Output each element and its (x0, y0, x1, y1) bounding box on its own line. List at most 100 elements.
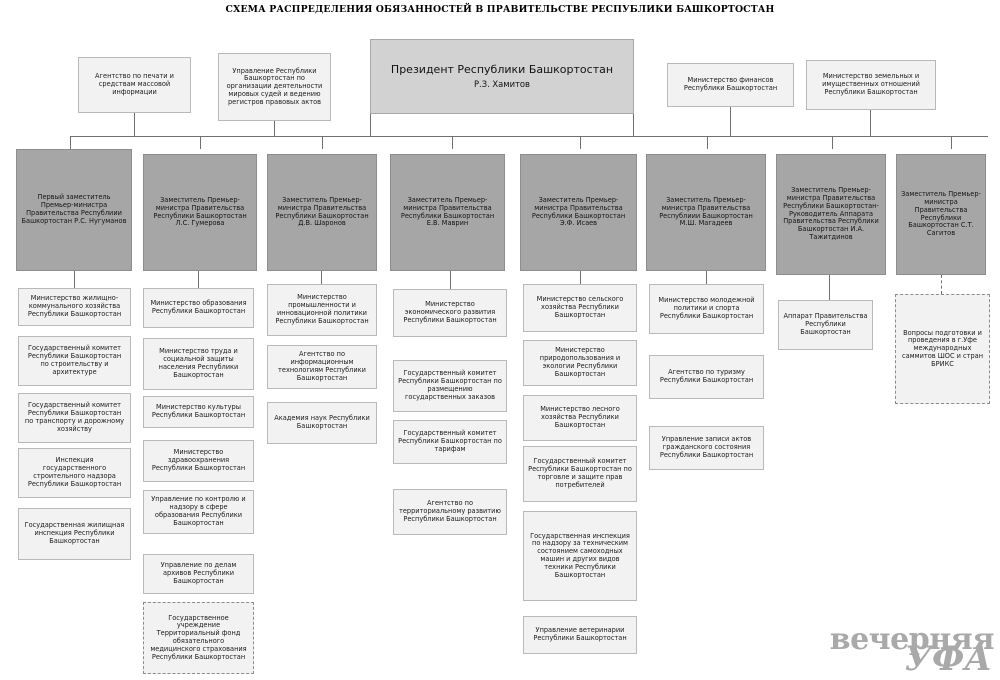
drop-to-deputy-4 (452, 136, 453, 149)
org-box-c4-r2[interactable]: Государственный комитет Республики Башко… (393, 360, 507, 412)
org-box-c2-r7[interactable]: Государственное учреждение Территориальн… (143, 602, 254, 674)
org-box-c1-r4[interactable]: Инспекция государственного строительного… (18, 448, 131, 498)
page-title: СХЕМА РАСПРЕДЕЛЕНИЯ ОБЯЗАННОСТЕЙ В ПРАВИ… (225, 4, 775, 15)
org-box-c2-r7-label: Государственное учреждение Территориальн… (150, 613, 247, 661)
connector-deputy-5-children (580, 271, 581, 284)
distribution-bus (70, 136, 988, 137)
watermark-line-1: вечерняя (829, 621, 995, 657)
org-box-c1-r2-label: Государственный комитет Республики Башко… (27, 344, 122, 376)
org-box-c7-r1-label: Аппарат Правительства Республики Башкорт… (783, 312, 868, 336)
org-box-c5-r6[interactable]: Управление ветеринарии Республики Башкор… (523, 616, 637, 654)
org-box-c5-r1[interactable]: Министерство сельского хозяйства Республ… (523, 284, 637, 332)
deputy-box-7[interactable]: Заместитель Премьер-министра Правительст… (776, 154, 886, 275)
connector-president-left (370, 114, 371, 136)
deputy-box-6[interactable]: Заместитель Премьер-министра Правительст… (646, 154, 766, 271)
org-box-c1-r2[interactable]: Государственный комитет Республики Башко… (18, 336, 131, 386)
org-box-c4-r4[interactable]: Агентство по территориальному развитию Р… (393, 489, 507, 535)
org-box-c6-r2[interactable]: Агентство по туризму Республики Башкорто… (649, 355, 764, 399)
org-box-c5-r4[interactable]: Государственный комитет Республики Башко… (523, 446, 637, 502)
org-box-c2-r5-label: Управление по контролю и надзору в сфере… (151, 495, 246, 527)
org-box-c5-r3-label: Министерство лесного хозяйства Республик… (540, 405, 620, 429)
deputy-box-5[interactable]: Заместитель Премьер-министра Правительст… (520, 154, 637, 271)
org-box-c2-r4[interactable]: Министерство здравоохранения Республики … (143, 440, 254, 482)
connector-deputy-7-children (829, 275, 830, 300)
top-box-justice-administration[interactable]: Управление Республики Башкортостан по ор… (218, 53, 331, 121)
org-box-c8-r1[interactable]: Вопросы подготовки и проведения в г.Уфе … (895, 294, 990, 404)
deputy-box-4-label: Заместитель Премьер-министра Правительст… (400, 195, 495, 228)
org-box-c4-r3-label: Государственный комитет Республики Башко… (398, 429, 502, 453)
top-box-justice-administration-label: Управление Республики Башкортостан по ор… (226, 66, 323, 106)
drop-to-deputy-5 (580, 136, 581, 149)
connector-deputy-3-children (321, 271, 322, 284)
deputy-box-2[interactable]: Заместитель Премьер-министра Правительст… (143, 154, 257, 271)
deputy-box-3-label: Заместитель Премьер-министра Правительст… (275, 195, 369, 228)
connector-deputy-4-children (450, 271, 451, 289)
org-box-c4-r1[interactable]: Министерство экономического развития Рес… (393, 289, 507, 337)
connector-press-agency (134, 113, 135, 136)
deputy-box-5-label: Заместитель Премьер-министра Правительст… (531, 195, 626, 228)
org-box-c4-r2-label: Государственный комитет Республики Башко… (398, 369, 502, 401)
president-name-label: Р.З. Хамитов (474, 79, 530, 90)
org-box-c5-r1-label: Министерство сельского хозяйства Республ… (536, 295, 624, 319)
connector-ministry-finance (730, 107, 731, 136)
org-box-c6-r1[interactable]: Министерство молодежной политики и спорт… (649, 284, 764, 334)
top-box-press-agency[interactable]: Агентство по печати и средствам массовой… (78, 57, 191, 113)
org-box-c2-r3[interactable]: Министерство культуры Республики Башкорт… (143, 396, 254, 428)
top-box-press-agency-label: Агентство по печати и средствам массовой… (95, 72, 174, 96)
org-box-c3-r3[interactable]: Академия наук Республики Башкортостан (267, 402, 377, 444)
president-office-label: Президент Республики Башкортостан (390, 63, 614, 77)
connector-deputy-8-children (941, 275, 942, 294)
top-box-ministry-finance-label: Министерство финансов Республики Башкорт… (683, 76, 778, 92)
deputy-box-8[interactable]: Заместитель Премьер-министра Правительст… (896, 154, 986, 275)
deputy-box-7-label: Заместитель Премьер-министра Правительст… (783, 186, 879, 241)
connector-deputy-2-children (198, 271, 199, 288)
org-box-c5-r2-label: Министерство природопользования и эколог… (539, 346, 621, 378)
top-box-ministry-land-property[interactable]: Министерство земельных и имущественных о… (806, 60, 936, 110)
org-box-c6-r1-label: Министерство молодежной политики и спорт… (658, 296, 755, 320)
org-box-c5-r3[interactable]: Министерство лесного хозяйства Республик… (523, 395, 637, 441)
president-box[interactable]: Президент Республики Башкортостан Р.З. Х… (370, 39, 634, 114)
org-box-c5-r2[interactable]: Министерство природопользования и эколог… (523, 340, 637, 386)
org-box-c3-r2-label: Агентство по информационным технологиям … (278, 350, 366, 382)
drop-to-deputy-8 (951, 136, 952, 149)
deputy-box-6-label: Заместитель Премьер-министра Правительст… (659, 195, 753, 228)
org-box-c6-r3[interactable]: Управление записи актов гражданского сос… (649, 426, 764, 470)
watermark-vechernyaya-ufa: вечерняя УФА (829, 621, 995, 680)
top-box-ministry-finance[interactable]: Министерство финансов Республики Башкорт… (667, 63, 794, 107)
org-box-c5-r5-label: Государственная инспекция по надзору за … (530, 531, 630, 579)
deputy-box-8-label: Заместитель Премьер-министра Правительст… (901, 190, 981, 238)
org-box-c2-r6[interactable]: Управление по делам архивов Республики Б… (143, 554, 254, 594)
org-box-c4-r4-label: Агентство по территориальному развитию Р… (399, 499, 501, 523)
org-box-c2-r1[interactable]: Министерство образования Республики Башк… (143, 288, 254, 328)
deputy-box-4[interactable]: Заместитель Премьер-министра Правительст… (390, 154, 505, 271)
org-box-c5-r5[interactable]: Государственная инспекция по надзору за … (523, 511, 637, 601)
top-box-ministry-land-property-label: Министерство земельных и имущественных о… (822, 72, 920, 96)
org-box-c1-r1-label: Министерство жилищно-коммунального хозяй… (27, 294, 122, 318)
org-box-c6-r3-label: Управление записи актов гражданского сос… (659, 435, 754, 459)
deputy-box-1-label: Первый заместитель Премьер-министра Прав… (21, 193, 127, 225)
org-box-c1-r1[interactable]: Министерство жилищно-коммунального хозяй… (18, 288, 131, 326)
deputy-box-1[interactable]: Первый заместитель Премьер-министра Прав… (16, 149, 132, 271)
drop-to-deputy-6 (707, 136, 708, 149)
org-box-c2-r3-label: Министерство культуры Республики Башкорт… (151, 403, 246, 419)
org-box-c4-r3[interactable]: Государственный комитет Республики Башко… (393, 420, 507, 464)
org-box-c1-r3[interactable]: Государственный комитет Республики Башко… (18, 393, 131, 443)
drop-to-deputy-3 (322, 136, 323, 149)
org-box-c1-r5[interactable]: Государственная жилищная инспекция Респу… (18, 508, 131, 560)
drop-to-deputy-2 (200, 136, 201, 149)
org-box-c7-r1[interactable]: Аппарат Правительства Республики Башкорт… (778, 300, 873, 350)
org-box-c2-r6-label: Управление по делам архивов Республики Б… (160, 561, 237, 585)
deputy-box-3[interactable]: Заместитель Премьер-министра Правительст… (267, 154, 377, 271)
org-box-c3-r3-label: Академия наук Республики Башкортостан (274, 414, 370, 430)
org-box-c5-r4-label: Государственный комитет Республики Башко… (528, 457, 632, 489)
org-box-c2-r2[interactable]: Министерство труда и социальной защиты н… (143, 338, 254, 390)
watermark-line-2: УФА (904, 639, 992, 680)
org-box-c1-r5-label: Государственная жилищная инспекция Респу… (24, 521, 125, 545)
connector-president-right (633, 114, 634, 136)
org-box-c2-r5[interactable]: Управление по контролю и надзору в сфере… (143, 490, 254, 534)
org-box-c3-r1[interactable]: Министерство промышленности и инновацион… (267, 284, 377, 336)
org-box-c5-r6-label: Управление ветеринарии Республики Башкор… (533, 626, 627, 642)
org-box-c3-r2[interactable]: Агентство по информационным технологиям … (267, 345, 377, 389)
org-box-c2-r1-label: Министерство образования Республики Башк… (150, 299, 247, 315)
